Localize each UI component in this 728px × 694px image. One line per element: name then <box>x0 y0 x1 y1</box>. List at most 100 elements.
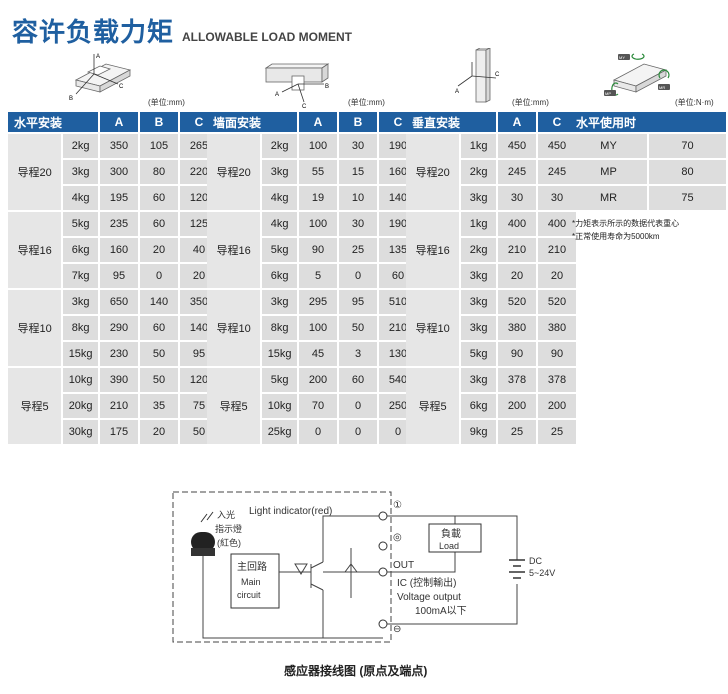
main-circuit-en1: Main <box>241 577 261 587</box>
wall-axis-label-b: B <box>325 84 329 90</box>
value-cell: 50 <box>339 316 377 340</box>
value-cell: 105 <box>140 134 178 158</box>
moment-label-mp: MP <box>605 91 611 96</box>
value-cell: 100 <box>299 134 337 158</box>
lead-cell: 导程20 <box>406 134 460 210</box>
load-cell: 3kg <box>461 368 496 392</box>
vertical-mount-diagram: A C <box>455 48 500 103</box>
load-cell: 15kg <box>262 342 297 366</box>
indicator-led-icon <box>191 532 215 552</box>
value-cell: 195 <box>100 186 138 210</box>
value-cell: 200 <box>299 368 337 392</box>
value-cell: 25 <box>538 420 576 444</box>
main-circuit-en2: circuit <box>237 590 261 600</box>
value-cell: 100 <box>299 212 337 236</box>
value-cell: 200 <box>538 394 576 418</box>
value-cell: 80 <box>140 160 178 184</box>
load-cell: 8kg <box>63 316 98 340</box>
usage-moment-mp: MP <box>570 160 648 184</box>
lead-cell: 导程10 <box>8 290 62 366</box>
note-center-of-gravity: *力矩表示所示的数据代表重心 <box>572 219 680 228</box>
value-cell: 0 <box>339 420 377 444</box>
terminal-plus: ① <box>393 500 402 511</box>
axis-label-b: B <box>69 96 73 102</box>
value-cell: 90 <box>299 238 337 262</box>
note-service-life: *正常使用寿命为5000km <box>572 232 660 241</box>
value-cell: 95 <box>339 290 377 314</box>
load-cell: 8kg <box>262 316 297 340</box>
value-cell: 50 <box>140 342 178 366</box>
moment-label-mr: MR <box>659 85 665 90</box>
lead-cell: 导程16 <box>8 212 62 288</box>
value-cell: 450 <box>498 134 536 158</box>
load-label-en: Load <box>439 541 459 551</box>
usage-moment-my: MY <box>570 134 648 158</box>
value-cell: 290 <box>100 316 138 340</box>
current-label: 100mA以下 <box>415 606 467 617</box>
load-cell: 2kg <box>461 160 496 184</box>
load-cell: 3kg <box>461 186 496 210</box>
load-cell: 1kg <box>461 212 496 236</box>
value-cell: 55 <box>299 160 337 184</box>
value-cell: 25 <box>339 238 377 262</box>
horizontal-usage-table: 水平使用时 MY 70 MP 80 MR 75 <box>568 110 728 212</box>
value-cell: 60 <box>140 316 178 340</box>
lead-cell: 导程10 <box>207 290 261 366</box>
lead-cell: 导程20 <box>207 134 261 210</box>
value-cell: 30 <box>498 186 536 210</box>
value-cell: 380 <box>498 316 536 340</box>
value-cell: 45 <box>299 342 337 366</box>
value-cell: 295 <box>299 290 337 314</box>
value-cell: 350 <box>100 134 138 158</box>
value-cell: 10 <box>339 186 377 210</box>
axis-label-c: C <box>119 84 124 90</box>
load-cell: 3kg <box>63 160 98 184</box>
load-cell: 15kg <box>63 342 98 366</box>
value-cell: 5 <box>299 264 337 288</box>
load-cell: 10kg <box>262 394 297 418</box>
usage-value-my: 70 <box>649 134 726 158</box>
wall-axis-label-a: A <box>275 92 279 98</box>
horizontal-header-2: B <box>140 112 178 132</box>
load-cell: 5kg <box>461 342 496 366</box>
value-cell: 35 <box>140 394 178 418</box>
value-cell: 30 <box>339 134 377 158</box>
load-label-cn: 負載 <box>441 528 461 540</box>
terminal-minus: ⊖ <box>393 624 401 635</box>
value-cell: 19 <box>299 186 337 210</box>
wiring-caption: 感应器接线图 (原点及端点) <box>284 664 428 678</box>
load-cell: 3kg <box>461 316 496 340</box>
horizontal-header-1: A <box>100 112 138 132</box>
wall-header-1: A <box>299 112 337 132</box>
value-cell: 90 <box>498 342 536 366</box>
value-cell: 400 <box>498 212 536 236</box>
usage-header: 水平使用时 <box>570 112 726 132</box>
vertical-axis-label-c: C <box>495 72 500 78</box>
main-circuit-cn: 主回路 <box>237 560 267 573</box>
value-cell: 245 <box>538 160 576 184</box>
value-cell: 520 <box>538 290 576 314</box>
load-cell: 5kg <box>262 238 297 262</box>
value-cell: 0 <box>339 264 377 288</box>
value-cell: 60 <box>140 212 178 236</box>
sensor-wiring-diagram: Light indicator(red) 入光 指示燈 (紅色) 主回路 Mai… <box>172 491 555 643</box>
vertical-header-2: C <box>538 112 576 132</box>
value-cell: 210 <box>100 394 138 418</box>
value-cell: 400 <box>538 212 576 236</box>
